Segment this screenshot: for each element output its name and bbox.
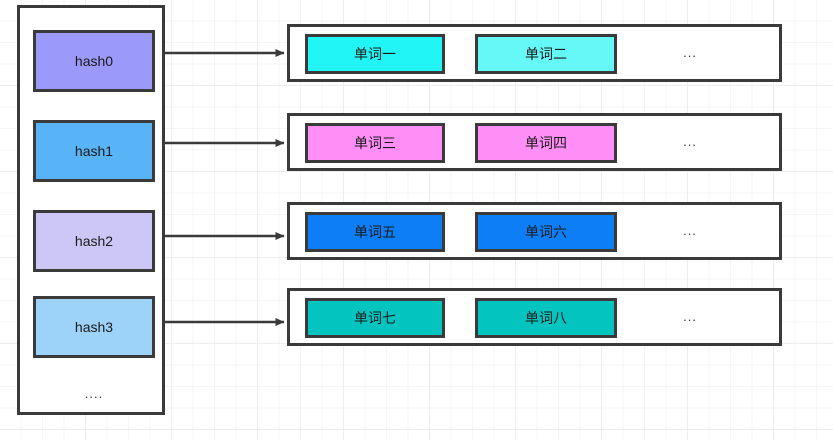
hash-cell-2-label: hash2 <box>74 233 114 249</box>
bucket-row-3-word-1-label: 单词八 <box>525 310 567 326</box>
bucket-row-1-word-1[interactable]: 单词四 <box>475 123 617 163</box>
hash-array-overflow-ellipsis: .... <box>84 386 104 401</box>
hash-cell-3[interactable]: hash3 <box>33 296 155 358</box>
hash-cell-0-label: hash0 <box>74 53 114 69</box>
bucket-row-0-word-1[interactable]: 单词二 <box>475 34 617 74</box>
bucket-row-0-word-0-label: 单词一 <box>354 46 396 62</box>
bucket-row-0-overflow-ellipsis: ... <box>683 45 697 60</box>
bucket-row-2-word-1[interactable]: 单词六 <box>475 212 617 252</box>
bucket-row-0-word-1-label: 单词二 <box>525 46 567 62</box>
bucket-row-2-word-0[interactable]: 单词五 <box>305 212 445 252</box>
bucket-row-1-overflow-ellipsis: ... <box>683 134 697 149</box>
hash-bucket-array: hash0 hash1 hash2 hash3 .... <box>17 5 165 415</box>
bucket-row-1: 单词三 单词四 ... <box>287 113 782 171</box>
hash-cell-1-label: hash1 <box>74 143 114 159</box>
bucket-row-1-word-0[interactable]: 单词三 <box>305 123 445 163</box>
bucket-row-0: 单词一 单词二 ... <box>287 24 782 82</box>
bucket-row-3-word-0-label: 单词七 <box>354 310 396 326</box>
bucket-row-3-word-0[interactable]: 单词七 <box>305 298 445 338</box>
bucket-row-2-word-1-label: 单词六 <box>525 224 567 240</box>
bucket-row-2-word-0-label: 单词五 <box>354 224 396 240</box>
hash-cell-3-label: hash3 <box>74 319 114 335</box>
bucket-row-3: 单词七 单词八 ... <box>287 288 782 346</box>
bucket-row-3-word-1[interactable]: 单词八 <box>475 298 617 338</box>
hash-cell-0[interactable]: hash0 <box>33 30 155 92</box>
bucket-row-1-word-0-label: 单词三 <box>354 135 396 151</box>
hash-cell-2[interactable]: hash2 <box>33 210 155 272</box>
bucket-row-2-overflow-ellipsis: ... <box>683 223 697 238</box>
bucket-row-1-word-1-label: 单词四 <box>525 135 567 151</box>
bucket-row-2: 单词五 单词六 ... <box>287 202 782 260</box>
hash-cell-1[interactable]: hash1 <box>33 120 155 182</box>
bucket-row-3-overflow-ellipsis: ... <box>683 309 697 324</box>
bucket-row-0-word-0[interactable]: 单词一 <box>305 34 445 74</box>
